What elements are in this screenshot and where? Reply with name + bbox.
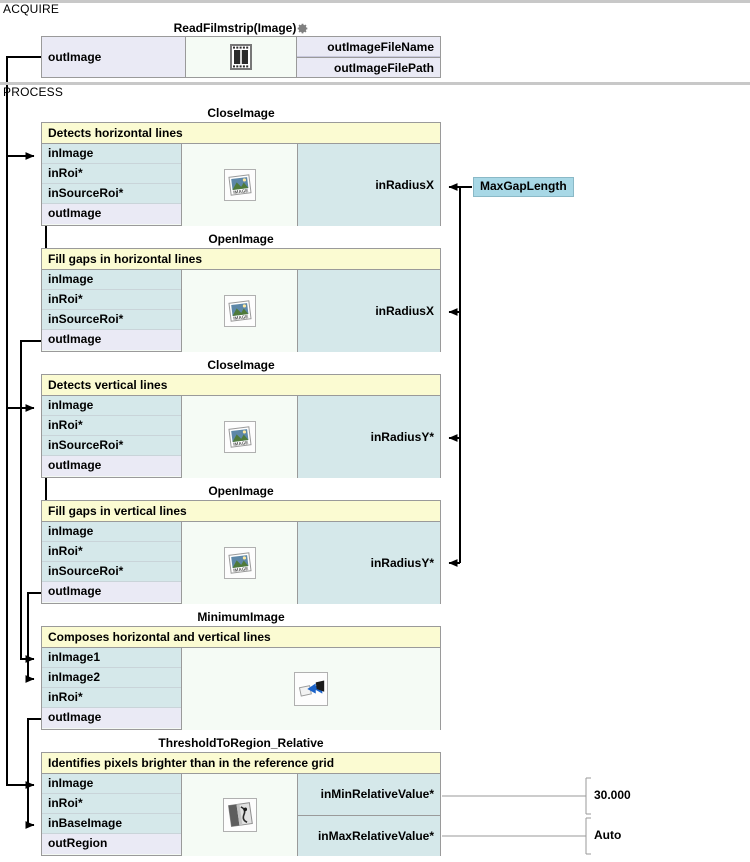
- left-port-column: inImage inRoi* inSourceRoi* outImage: [42, 396, 182, 478]
- port-inradiusy[interactable]: inRadiusY*: [370, 556, 434, 570]
- right-port-column: inRadiusY*: [297, 396, 440, 478]
- svg-text:IMAGE: IMAGE: [233, 566, 249, 573]
- block-icon-cell: [182, 648, 440, 730]
- port-inroi[interactable]: inRoi*: [42, 794, 181, 814]
- port-inroi[interactable]: inRoi*: [42, 688, 181, 708]
- port-inroi[interactable]: inRoi*: [42, 416, 181, 436]
- port-inroi[interactable]: inRoi*: [42, 542, 181, 562]
- block-icon-cell: IMAGE: [182, 396, 297, 478]
- port-inimage[interactable]: inImage: [42, 774, 181, 794]
- block-title-readfilmstrip: ReadFilmstrip(Image): [41, 21, 441, 37]
- port-outimage[interactable]: outImage: [42, 37, 185, 77]
- left-port-column: inImage inRoi* inSourceRoi* outImage: [42, 522, 182, 604]
- port-insourceroi[interactable]: inSourceRoi*: [42, 184, 181, 204]
- left-port-column: inImage inRoi* inBaseImage outRegion: [42, 774, 182, 856]
- block-closeimage-horizontal[interactable]: Detects horizontal lines inImage inRoi* …: [41, 122, 441, 226]
- block-title-text: ReadFilmstrip(Image): [173, 21, 297, 35]
- block-icon-cell: IMAGE: [182, 144, 297, 226]
- port-inradiusy[interactable]: inRadiusY*: [370, 430, 434, 444]
- block-title-minimumimage: MinimumImage: [197, 610, 285, 624]
- block-comment: Composes horizontal and vertical lines: [42, 627, 440, 648]
- block-minimumimage[interactable]: Composes horizontal and vertical lines i…: [41, 626, 441, 730]
- port-insourceroi[interactable]: inSourceRoi*: [42, 310, 181, 330]
- port-outregion[interactable]: outRegion: [42, 834, 181, 854]
- svg-text:IMAGE: IMAGE: [233, 314, 249, 321]
- value-inmaxrelativevalue[interactable]: Auto: [594, 828, 622, 842]
- port-outimage[interactable]: outImage: [42, 582, 181, 602]
- block-title-closeimage-horizontal: CloseImage: [207, 106, 275, 120]
- port-inroi[interactable]: inRoi*: [42, 164, 181, 184]
- port-outimage[interactable]: outImage: [42, 204, 181, 224]
- port-inroi[interactable]: inRoi*: [42, 290, 181, 310]
- port-insourceroi[interactable]: inSourceRoi*: [42, 436, 181, 456]
- right-port-column: outImageFileName outImageFilePath: [296, 37, 440, 77]
- section-label-process: PROCESS: [3, 85, 64, 99]
- left-port-column: outImage: [42, 37, 186, 77]
- block-icon-cell: IMAGE: [182, 522, 297, 604]
- port-inimage[interactable]: inImage: [42, 522, 181, 542]
- port-inradiusx[interactable]: inRadiusX: [375, 304, 434, 318]
- block-comment: Identifies pixels brighter than in the r…: [42, 753, 440, 774]
- image-icon: IMAGE: [223, 547, 256, 579]
- right-port-column: inRadiusX: [297, 270, 440, 352]
- port-outimage[interactable]: outImage: [42, 456, 181, 476]
- block-thresholdtoregion-relative[interactable]: Identifies pixels brighter than in the r…: [41, 752, 441, 856]
- port-outimagefilepath[interactable]: outImageFilePath: [297, 57, 440, 77]
- block-comment: Detects horizontal lines: [42, 123, 440, 144]
- port-outimagefilename[interactable]: outImageFileName: [297, 37, 440, 57]
- threshold-icon: [222, 798, 257, 832]
- left-port-column: inImage inRoi* inSourceRoi* outImage: [42, 270, 182, 352]
- right-port-column: inMinRelativeValue* inMaxRelativeValue*: [297, 774, 440, 856]
- svg-text:IMAGE: IMAGE: [233, 440, 249, 447]
- port-insourceroi[interactable]: inSourceRoi*: [42, 562, 181, 582]
- port-inimage[interactable]: inImage: [42, 270, 181, 290]
- global-parameter-maxgaplength[interactable]: MaxGapLength: [473, 177, 574, 197]
- block-icon-cell: IMAGE: [182, 270, 297, 352]
- port-inbaseimage[interactable]: inBaseImage: [42, 814, 181, 834]
- port-outimage[interactable]: outImage: [42, 330, 181, 350]
- svg-text:IMAGE: IMAGE: [233, 188, 249, 195]
- block-readfilmstrip[interactable]: outImage: [41, 36, 441, 78]
- port-inimage[interactable]: inImage: [42, 396, 181, 416]
- block-title-thresholdtoregion: ThresholdToRegion_Relative: [158, 736, 324, 750]
- right-port-column: inRadiusY*: [297, 522, 440, 604]
- block-icon-cell: [186, 37, 296, 77]
- port-inimage2[interactable]: inImage2: [42, 668, 181, 688]
- film-icon: [224, 41, 258, 73]
- port-inminrelativevalue[interactable]: inMinRelativeValue*: [320, 787, 434, 802]
- port-inimage[interactable]: inImage: [42, 144, 181, 164]
- block-comment: Fill gaps in vertical lines: [42, 501, 440, 522]
- left-port-column: inImage inRoi* inSourceRoi* outImage: [42, 144, 182, 226]
- image-icon: IMAGE: [223, 295, 256, 327]
- process-separator: [0, 82, 750, 85]
- top-separator: [0, 0, 750, 3]
- port-inmaxrelativevalue[interactable]: inMaxRelativeValue*: [298, 814, 440, 857]
- right-port-column: inRadiusX: [297, 144, 440, 226]
- block-title-openimage-vertical: OpenImage: [208, 484, 274, 498]
- block-icon-cell: [182, 774, 297, 856]
- block-closeimage-vertical[interactable]: Detects vertical lines inImage inRoi* in…: [41, 374, 441, 478]
- value-inminrelativevalue[interactable]: 30.000: [594, 788, 631, 802]
- port-inradiusx[interactable]: inRadiusX: [375, 178, 434, 192]
- image-icon: IMAGE: [223, 421, 256, 453]
- block-openimage-horizontal[interactable]: Fill gaps in horizontal lines inImage in…: [41, 248, 441, 352]
- block-comment: Detects vertical lines: [42, 375, 440, 396]
- block-comment: Fill gaps in horizontal lines: [42, 249, 440, 270]
- left-port-column: inImage1 inImage2 inRoi* outImage: [42, 648, 182, 730]
- section-label-acquire: ACQUIRE: [3, 2, 60, 16]
- port-inimage1[interactable]: inImage1: [42, 648, 181, 668]
- gear-icon[interactable]: [297, 23, 308, 37]
- port-outimage[interactable]: outImage: [42, 708, 181, 728]
- block-openimage-vertical[interactable]: Fill gaps in vertical lines inImage inRo…: [41, 500, 441, 604]
- block-title-closeimage-vertical: CloseImage: [207, 358, 275, 372]
- minimum-image-icon: [294, 672, 328, 706]
- image-icon: IMAGE: [223, 169, 256, 201]
- block-title-openimage-horizontal: OpenImage: [208, 232, 274, 246]
